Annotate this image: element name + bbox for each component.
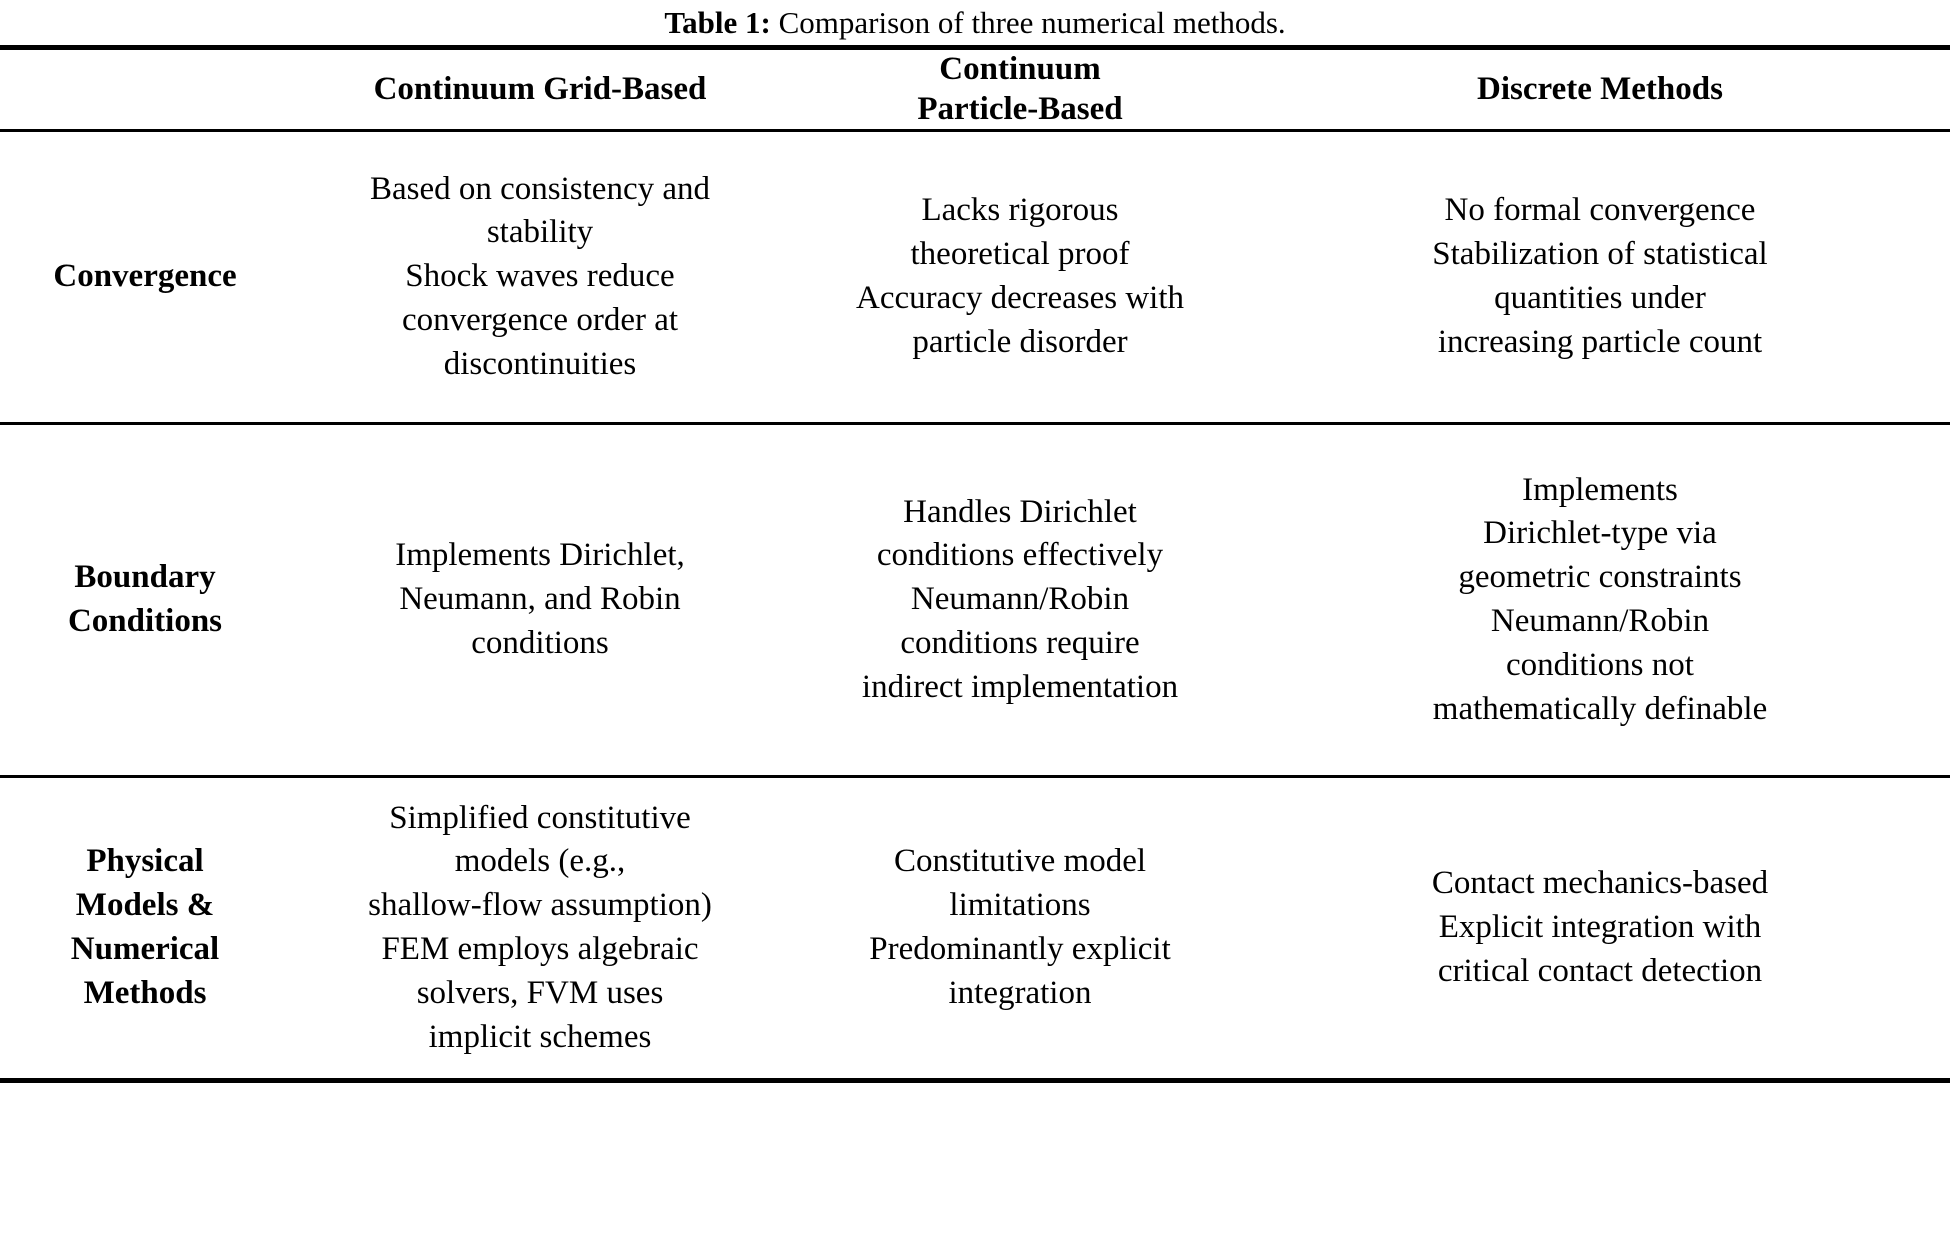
cell-line: stability [486, 214, 594, 251]
header-line-1: Continuum [939, 51, 1101, 87]
table-header-row: Continuum Grid-Based Continuum Particle-… [0, 50, 1950, 129]
cell-physical-models-continuum-particle-based: Constitutive model limitations Predomina… [790, 778, 1250, 1078]
cell-convergence-continuum-grid-based: Based on consistency and stability Shock… [290, 132, 790, 422]
cell-physical-models-continuum-grid-based: Simplified constitutive models (e.g., sh… [290, 778, 790, 1078]
cell-line: mathematically definable [1432, 690, 1768, 727]
cell-convergence-continuum-particle-based: Lacks rigorous theoretical proof Accurac… [790, 132, 1250, 422]
rule-header [0, 129, 1950, 133]
row-label-line: Conditions [67, 603, 223, 640]
cell-line: Explicit integration with [1438, 909, 1762, 946]
row-label-line: Physical [86, 843, 204, 880]
cell-line: Neumann/Robin [1490, 603, 1710, 640]
cell-boundary-conditions-continuum-particle-based: Handles Dirichlet conditions effectively… [790, 425, 1250, 775]
cell-line: Simplified constitutive [389, 799, 691, 836]
row-label-physical-models-numerical-methods: Physical Models & Numerical Methods [0, 778, 290, 1078]
header-cell-blank [0, 50, 290, 129]
cell-line: geometric constraints [1458, 559, 1742, 596]
cell-line: conditions effectively [876, 537, 1164, 574]
cell-line: Neumann, and Robin [399, 581, 681, 618]
cell-line: Handles Dirichlet [903, 493, 1137, 530]
rule-row-1 [0, 422, 1950, 426]
row-label-line: Boundary [74, 559, 216, 596]
cell-line: increasing particle count [1437, 324, 1763, 361]
cell-line: Constitutive model [893, 843, 1147, 880]
table-bottom-rule [0, 1078, 1950, 1084]
cell-line: Lacks rigorous [921, 192, 1119, 229]
cell-line: Shock waves reduce [405, 258, 675, 295]
cell-line: discontinuities [443, 346, 637, 382]
cell-line: Implements Dirichlet, [395, 537, 685, 574]
cell-line: Based on consistency and [369, 170, 710, 207]
header-cell-continuum-grid-based: Continuum Grid-Based [373, 70, 707, 107]
cell-line: conditions [471, 625, 609, 662]
table-row-rule [0, 775, 1950, 779]
rule-bottom [0, 1078, 1950, 1084]
table-row: Physical Models & Numerical Methods Simp… [0, 778, 1950, 1078]
rule-row-2 [0, 775, 1950, 779]
cell-convergence-discrete-methods: No formal convergence Stabilization of s… [1250, 132, 1950, 422]
cell-line: integration [948, 975, 1092, 1012]
cell-line: conditions require [900, 625, 1140, 662]
cell-line: Accuracy decreases with [856, 280, 1184, 317]
header-cell-continuum-particle-based: Continuum Particle-Based [790, 50, 1250, 129]
cell-line: Implements [1522, 471, 1678, 508]
cell-physical-models-discrete-methods: Contact mechanics-based Explicit integra… [1250, 778, 1950, 1078]
row-label-convergence: Convergence [0, 132, 290, 422]
cell-line: solvers, FVM uses [416, 975, 664, 1012]
row-label-line: Models & [75, 887, 215, 924]
cell-line: FEM employs algebraic [381, 931, 699, 968]
cell-line: models (e.g., [454, 843, 626, 880]
cell-line: Neumann/Robin [910, 581, 1130, 618]
row-label-line: Methods [83, 975, 207, 1012]
header-cell-discrete-methods: Discrete Methods [1477, 70, 1723, 107]
cell-line: critical contact detection [1437, 953, 1763, 990]
table-row: Boundary Conditions Implements Dirichlet… [0, 425, 1950, 775]
table-header-rule [0, 129, 1950, 133]
table-row-rule [0, 422, 1950, 426]
table-top-rule [0, 45, 1950, 50]
cell-line: Predominantly explicit [869, 931, 1171, 968]
cell-line: conditions not [1506, 647, 1694, 684]
cell-boundary-conditions-continuum-grid-based: Implements Dirichlet, Neumann, and Robin… [290, 425, 790, 775]
comparison-table: Continuum Grid-Based Continuum Particle-… [0, 45, 1950, 1084]
cell-line: Stabilization of statistical [1432, 236, 1768, 273]
rule-top [0, 45, 1950, 50]
cell-line: indirect implementation [861, 669, 1179, 705]
cell-line: No formal convergence [1444, 192, 1756, 229]
header-line-2: Particle-Based [917, 90, 1123, 127]
cell-line: limitations [949, 887, 1091, 924]
cell-line: convergence order at [401, 302, 679, 339]
cell-line: shallow-flow assumption) [368, 887, 712, 924]
cell-line: Dirichlet-type via [1483, 515, 1717, 552]
cell-line: implicit schemes [428, 1018, 652, 1055]
cell-line: quantities under [1494, 280, 1706, 317]
cell-line: particle disorder [912, 324, 1128, 361]
row-label-line: Convergence [53, 258, 237, 295]
table-caption: Table 1: Comparison of three numerical m… [0, 0, 1950, 45]
caption-label: Table 1: [664, 5, 771, 40]
cell-line: Contact mechanics-based [1431, 865, 1769, 902]
cell-line: theoretical proof [910, 236, 1130, 273]
table-row: Convergence Based on consistency and sta… [0, 132, 1950, 422]
cell-boundary-conditions-discrete-methods: Implements Dirichlet-type via geometric … [1250, 425, 1950, 775]
row-label-boundary-conditions: Boundary Conditions [0, 425, 290, 775]
row-label-line: Numerical [70, 931, 220, 968]
caption-text: Comparison of three numerical methods. [778, 5, 1286, 40]
